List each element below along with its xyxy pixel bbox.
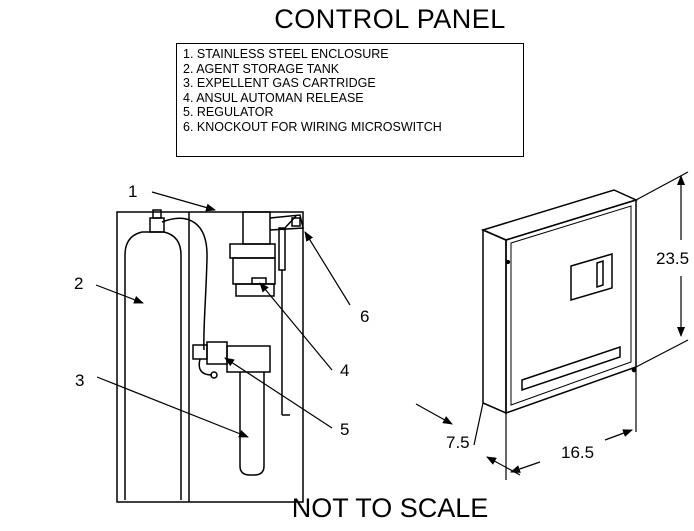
- window-latch: [596, 259, 604, 289]
- enclosure-top-face: [480, 189, 639, 241]
- automan-release: [229, 211, 290, 416]
- agent-storage-tank: [124, 209, 208, 502]
- enclosure-side-face: [482, 228, 507, 415]
- leader-1: [151, 191, 216, 212]
- parts-legend: 1. STAINLESS STEEL ENCLOSURE 2. AGENT ST…: [176, 43, 524, 157]
- callout-6: 6: [360, 307, 369, 326]
- leader-4: [259, 282, 333, 371]
- leader-6: [304, 231, 351, 306]
- leader-5: [224, 357, 333, 429]
- leader-3: [96, 376, 249, 438]
- legend-item-3: 3. EXPELLENT GAS CARTRIDGE: [183, 76, 376, 90]
- enclosure-front-face: [505, 198, 637, 415]
- legend-item-2: 2. AGENT STORAGE TANK: [183, 61, 340, 76]
- leader-2: [95, 284, 144, 304]
- dimension-depth: 7.5: [446, 433, 470, 452]
- callout-leaders: [95, 191, 351, 438]
- callout-4: 4: [340, 361, 349, 380]
- callout-2: 2: [74, 274, 83, 293]
- callout-5: 5: [340, 420, 349, 439]
- knockout-bracket: [269, 214, 304, 231]
- legend-item-4: 4. ANSUL AUTOMAN RELEASE: [183, 90, 364, 105]
- dimension-height: 23.5: [656, 249, 689, 268]
- legend-item-1: 1. STAINLESS STEEL ENCLOSURE: [183, 47, 389, 61]
- callout-3: 3: [75, 371, 84, 390]
- enclosure-interior-view: [116, 209, 304, 503]
- enclosure-exterior-view: [480, 189, 639, 415]
- scale-note: NOT TO SCALE: [291, 493, 489, 523]
- legend-item-6: 6. KNOCKOUT FOR WIRING MICROSWITCH: [183, 119, 442, 134]
- access-slot: [521, 345, 621, 392]
- legend-item-5: 5. REGULATOR: [183, 105, 274, 119]
- viewing-window: [570, 252, 613, 302]
- callout-1: 1: [128, 182, 137, 201]
- diagram-title: CONTROL PANEL: [274, 4, 506, 34]
- dimension-width: 16.5: [561, 443, 594, 462]
- enclosure-outline: [116, 211, 304, 503]
- expellent-gas-cartridge: [239, 372, 265, 476]
- dimension-lines: [415, 171, 689, 480]
